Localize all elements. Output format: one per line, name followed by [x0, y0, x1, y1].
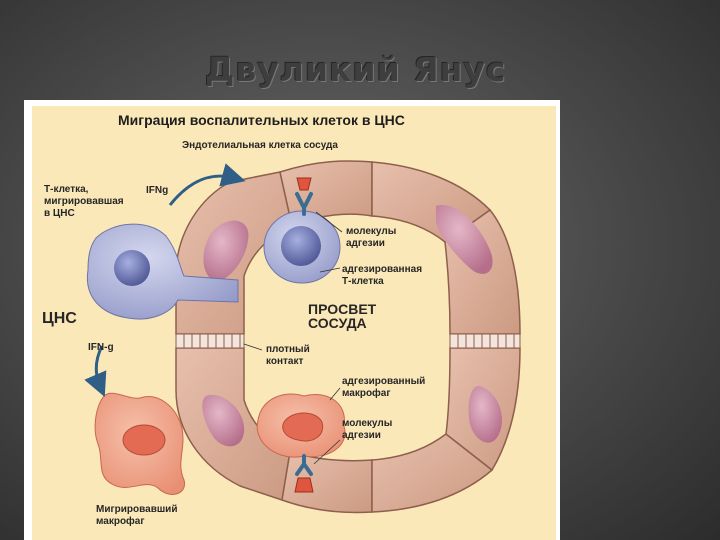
label-adhered-t-2: Т-клетка — [342, 276, 384, 287]
label-t-cell-migrated-2: мигрировавшая — [44, 196, 124, 207]
endothelial-cell-lower-mid — [282, 452, 372, 513]
tight-junction-right — [450, 334, 520, 348]
label-tight-2: контакт — [266, 356, 303, 367]
label-tight-1: плотный — [266, 344, 310, 355]
label-migrated-m-1: Мигрировавший — [96, 504, 177, 515]
label-ifng-top: IFNg — [146, 185, 168, 196]
label-endothelial-cell: Эндотелиальная клетка сосуда — [182, 140, 338, 151]
label-adhesion-bot-1: молекулы — [342, 418, 392, 429]
label-migrated-m-2: макрофаг — [96, 516, 145, 527]
label-ifng-left: IFN-g — [88, 342, 114, 353]
label-adhesion-bot-2: адгезии — [342, 430, 381, 441]
label-adhered-m-1: адгезированный — [342, 376, 425, 387]
tight-junction-left — [176, 334, 244, 348]
label-lumen-1: ПРОСВЕТ — [308, 302, 376, 316]
label-t-cell-migrated-3: в ЦНС — [44, 208, 75, 219]
label-lumen-2: СОСУДА — [308, 316, 367, 330]
migrated-macrophage — [95, 393, 184, 494]
label-adhered-t-1: адгезированная — [342, 264, 422, 275]
label-adhesion-top-2: адгезии — [346, 238, 385, 249]
diagram-title: Миграция воспалительных клеток в ЦНС — [118, 112, 405, 128]
label-t-cell-migrated-1: Т-клетка, — [44, 184, 88, 195]
label-adhesion-top-1: молекулы — [346, 226, 396, 237]
label-adhered-m-2: макрофаг — [342, 388, 391, 399]
vessel-wall — [176, 161, 520, 512]
label-cns: ЦНС — [42, 310, 77, 328]
